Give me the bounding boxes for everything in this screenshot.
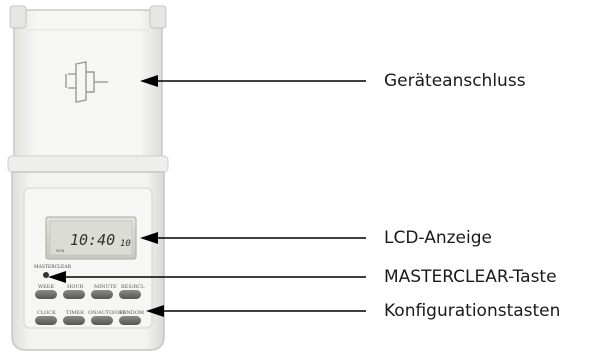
minute-button[interactable]: [91, 290, 113, 299]
hour-button[interactable]: [63, 290, 85, 299]
buttons-row-2: CLOCK TIMER ON/AUTO/OFF RANDOM: [35, 310, 144, 325]
lcd-time: 10:40: [70, 231, 115, 249]
lid-shell: [13, 9, 163, 161]
res-rcl-button[interactable]: [119, 290, 141, 299]
device-lid: [7, 5, 169, 173]
btn-minute-label: MINUTE: [94, 284, 117, 290]
plug-icon: [65, 61, 108, 103]
buttons-row-1: WEEK HOUR MINUTE RES/RCL: [35, 284, 145, 299]
lcd-day: MON: [56, 249, 65, 253]
masterclear-key[interactable]: [43, 272, 49, 278]
btn-timer-label: TIMER: [66, 310, 84, 316]
week-button[interactable]: [35, 290, 57, 299]
arrow-device-connection: [140, 75, 366, 87]
btn-hour-label: HOUR: [67, 284, 84, 290]
callout-arrows: [48, 75, 366, 317]
arrow-config-keys: [146, 305, 366, 317]
label-config-keys: Konfigurationstasten: [384, 301, 561, 321]
arrow-lcd-display: [140, 232, 366, 244]
device-body: 10:40 10 MON MASTERCLEAR WEEK HOUR MINUT…: [11, 171, 165, 351]
lid-hinge-right: [149, 5, 167, 29]
btn-onautooff-label: ON/AUTO/OFF: [88, 310, 127, 316]
label-masterclear-key: MASTERCLEAR-Taste: [384, 267, 557, 287]
on-auto-off-button[interactable]: [91, 316, 113, 325]
masterclear-print: MASTERCLEAR: [34, 264, 72, 270]
arrow-masterclear: [48, 271, 366, 283]
btn-res-rcl-label: RES/RCL: [121, 284, 145, 290]
lid-seal: [7, 155, 169, 173]
random-button[interactable]: [119, 316, 141, 325]
lid-hinge-left: [9, 5, 27, 29]
lcd-display: 10:40 10 MON: [45, 216, 137, 260]
clock-button[interactable]: [35, 316, 57, 325]
lcd-seconds: 10: [120, 239, 131, 249]
label-device-connection: Geräteanschluss: [384, 71, 526, 91]
label-lcd-display: LCD-Anzeige: [384, 228, 492, 248]
btn-week-label: WEEK: [38, 284, 54, 290]
timer-button[interactable]: [63, 316, 85, 325]
btn-clock-label: CLOCK: [37, 310, 56, 316]
btn-random-label: RANDOM: [119, 310, 144, 316]
